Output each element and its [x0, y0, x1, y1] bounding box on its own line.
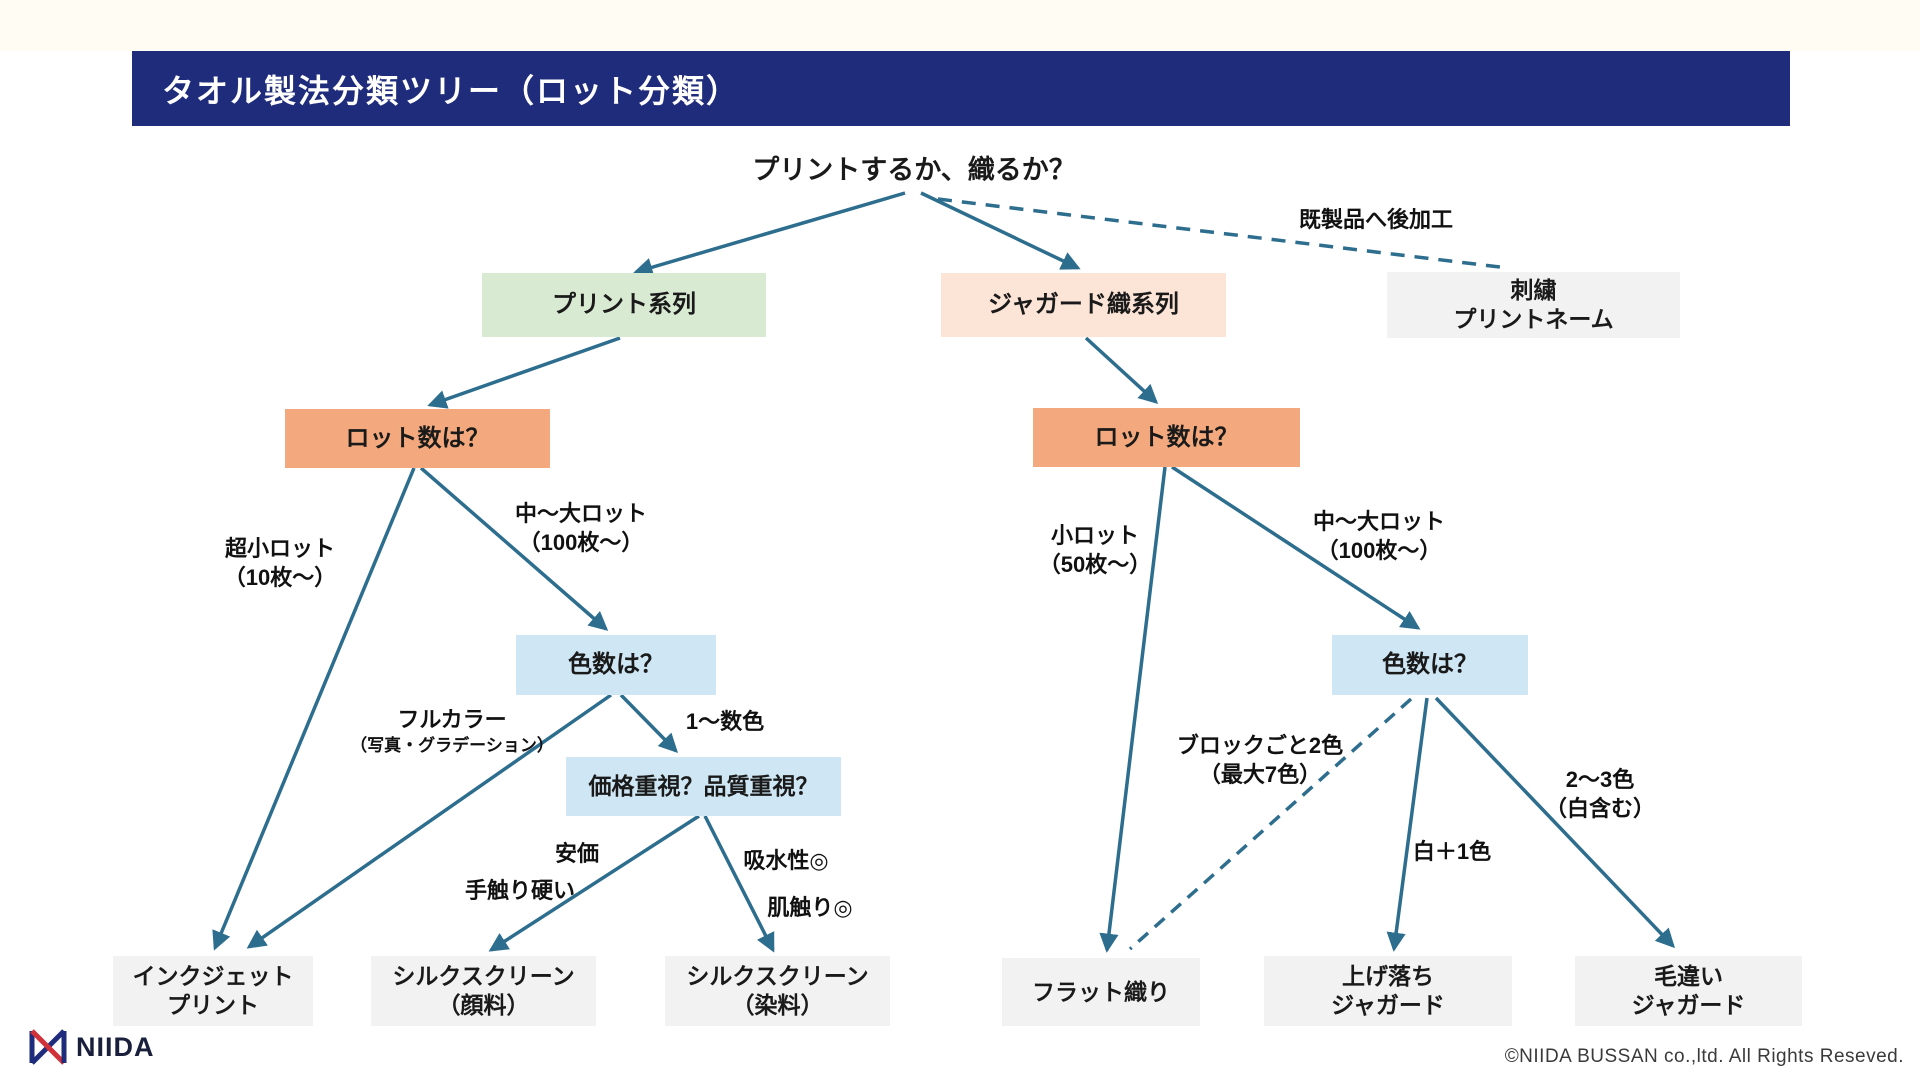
edge-jacquard-to-lot-right — [1084, 336, 1159, 404]
edge-label-block-two-colors: ブロックごと2色 （最大7色） — [1176, 733, 1344, 787]
edge-lot-right-to-color-right — [1171, 465, 1421, 630]
leaf-ageochi-line2: ジャガード — [1331, 992, 1445, 1018]
edge-label-rough-touch: 手触り硬い — [464, 878, 576, 903]
leaf-silk-pigment-line1: シルクスクリーン — [392, 963, 575, 990]
edge-price-to-silkscreen-pigment — [488, 814, 700, 952]
node-color-question-left: 色数は？ — [516, 635, 716, 695]
leaf-inkjet-line2: プリント — [167, 992, 259, 1018]
leaf-kechigai-jacquard: 毛違い ジャガード — [1575, 956, 1802, 1026]
page-title: タオル製法分類ツリー（ロット分類） — [132, 51, 1790, 126]
edge-lot-left-to-color-left — [419, 466, 609, 631]
leaf-silk-pigment-line2: （顔料） — [437, 992, 530, 1018]
edge-label-small-lot: 小ロット （50枚〜） — [1038, 523, 1152, 577]
edge-root-to-jacquard-series — [920, 191, 1081, 270]
leaf-kechigai-line1: 毛違い — [1654, 963, 1723, 990]
node-embroidery-line2: プリントネーム — [1453, 306, 1614, 332]
edge-label-white-plus-one: 白＋1色 — [1412, 839, 1492, 864]
root-question: プリントするか、織るか？ — [752, 155, 1076, 185]
node-color-question-right: 色数は？ — [1332, 635, 1528, 695]
node-jacquard-series: ジャガード織系列 — [941, 273, 1226, 337]
node-embroidery-printname: 刺繍 プリントネーム — [1387, 272, 1680, 338]
edge-label-full-color: フルカラー （写真・グラデーション） — [350, 707, 554, 755]
edge-label-two-to-three-colors: 2〜3色 （白含む） — [1544, 767, 1656, 821]
edge-color-right-to-ageochi — [1386, 697, 1429, 952]
edge-price-to-silkscreen-dye — [703, 815, 775, 953]
edge-label-soft-touch: 肌触り◎ — [767, 895, 853, 920]
leaf-silkscreen-dye: シルクスクリーン （染料） — [665, 956, 890, 1026]
node-lot-question-right: ロット数は？ — [1033, 408, 1300, 467]
node-print-series: プリント系列 — [482, 273, 766, 337]
leaf-silk-dye-line1: シルクスクリーン — [686, 963, 869, 990]
edge-label-post-processing: 既製品へ後加工 — [1298, 207, 1454, 232]
edge-color-left-to-inkjet — [246, 693, 612, 949]
leaf-silk-dye-line2: （染料） — [731, 992, 824, 1018]
node-embroidery-line1: 刺繍 — [1510, 277, 1557, 304]
edge-print-to-lot-left — [427, 336, 621, 409]
node-lot-question-left: ロット数は？ — [285, 409, 550, 468]
top-margin-band — [0, 0, 1920, 51]
edge-label-one-to-few-colors: 1〜数色 — [685, 709, 765, 734]
edge-label-mid-large-lot-left: 中〜大ロット （100枚〜） — [514, 501, 648, 555]
edge-label-mid-large-lot-right: 中〜大ロット （100枚〜） — [1312, 509, 1446, 563]
edge-color-right-to-flat-weave-dashed — [1128, 697, 1413, 951]
edge-lot-left-to-inkjet — [212, 467, 416, 951]
brand-logo: NIIDA — [28, 1026, 155, 1068]
brand-name: NIIDA — [76, 1031, 155, 1062]
leaf-silkscreen-pigment: シルクスクリーン （顔料） — [371, 956, 596, 1026]
edge-root-to-print-series — [633, 191, 906, 277]
niida-logo-icon — [29, 1029, 67, 1065]
edge-label-ultra-small-lot: 超小ロット （10枚〜） — [223, 536, 337, 590]
edge-label-cheap: 安価 — [554, 841, 600, 866]
leaf-ageochi-line1: 上げ落ち — [1342, 963, 1434, 990]
edge-lot-right-to-flat-weave — [1099, 466, 1167, 953]
node-price-quality-question: 価格重視？品質重視？ — [566, 757, 841, 816]
edge-color-right-to-kechigai — [1434, 696, 1675, 949]
edge-color-left-to-price-quality — [619, 693, 679, 754]
leaf-ageochi-jacquard: 上げ落ち ジャガード — [1264, 956, 1512, 1026]
copyright-text: ©NIIDA BUSSAN co.,ltd. All Rights Reseve… — [1504, 1046, 1904, 1067]
edge-label-absorbency: 吸水性◎ — [743, 848, 829, 873]
leaf-inkjet-line1: インクジェット — [132, 963, 294, 990]
leaf-flat-weave: フラット織り — [1002, 958, 1200, 1026]
leaf-inkjet-print: インクジェット プリント — [113, 956, 313, 1026]
leaf-kechigai-line2: ジャガード — [1631, 992, 1746, 1018]
